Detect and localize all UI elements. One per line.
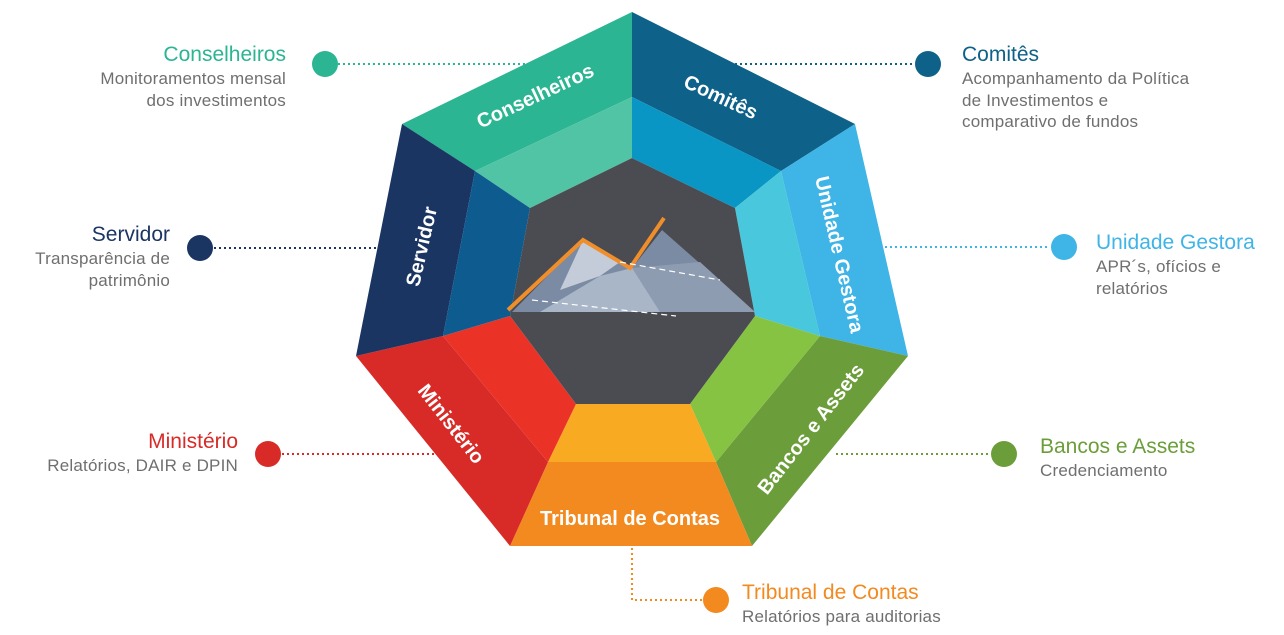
connector-bancos-assets (836, 441, 1017, 467)
segment-servidor-outer (356, 124, 475, 356)
connector-conselheiros (312, 51, 530, 77)
callout-desc-servidor-2: patrimônio (88, 270, 170, 290)
callout-comites: Comitês Acompanhamento da Política de In… (962, 42, 1189, 132)
marker-bancos-assets (991, 441, 1017, 467)
callout-desc-unidade-gestora-2: relatórios (1096, 278, 1168, 298)
callout-desc-servidor-1: Transparência de (35, 249, 170, 269)
callout-ministerio: Ministério Relatórios, DAIR e DPIN (47, 429, 238, 477)
segment-conselheiros-outer (402, 12, 632, 171)
callout-title-ministerio: Ministério (148, 430, 238, 453)
callout-desc-conselheiros-2: dos investimentos (146, 90, 286, 110)
callout-desc-conselheiros-1: Monitoramentos mensal (100, 69, 286, 89)
callout-desc-comites-2: de Investimentos e (962, 90, 1109, 110)
connector-tribunal (631, 548, 729, 613)
callout-desc-bancos-assets-1: Credenciamento (1040, 461, 1168, 481)
connector-ministerio (255, 441, 470, 467)
callout-conselheiros: Conselheiros Monitoramentos mensal dos i… (100, 42, 286, 111)
segment-conselheiros-inner (475, 97, 632, 208)
callout-bancos-assets: Bancos e Assets Credenciamento (1040, 434, 1195, 482)
segment-tribunal-inner (548, 404, 716, 462)
segment-unidade-inner (735, 171, 820, 336)
connector-comites (720, 51, 941, 77)
segment-label-tribunal: Tribunal de Contas (540, 508, 720, 530)
callout-desc-comites-1: Acompanhamento da Política (962, 69, 1190, 89)
callout-title-tribunal: Tribunal de Contas (742, 581, 919, 604)
callout-title-comites: Comitês (962, 43, 1040, 66)
callout-desc-comites-3: comparativo de fundos (962, 111, 1139, 131)
connector-servidor (187, 235, 392, 261)
callout-title-conselheiros: Conselheiros (163, 43, 286, 66)
callout-desc-unidade-gestora-1: APR´s, ofícios e (1096, 257, 1222, 277)
segment-bancos-outer (716, 336, 908, 546)
marker-comites (915, 51, 941, 77)
segment-bancos-inner (690, 316, 820, 462)
callout-title-bancos-assets: Bancos e Assets (1040, 435, 1196, 458)
mountain-chart-icon (506, 216, 755, 317)
callout-unidade-gestora: Unidade Gestora APR´s, ofícios e relatór… (1096, 230, 1255, 299)
callout-desc-tribunal-1: Relatórios para auditorias (742, 607, 941, 627)
marker-tribunal (703, 587, 729, 613)
connector-unidade-gestora (870, 234, 1077, 260)
segment-servidor-inner (443, 171, 530, 336)
callout-servidor: Servidor Transparência de patrimônio (35, 222, 170, 291)
callout-tribunal: Tribunal de Contas Relatórios para audit… (742, 580, 941, 628)
marker-servidor (187, 235, 213, 261)
segment-comites-inner (632, 97, 781, 208)
segment-unidade-outer (781, 124, 908, 356)
segment-ministerio-inner (443, 316, 576, 462)
segment-comites-outer (632, 12, 855, 171)
segment-ministerio-outer (356, 336, 548, 546)
marker-ministerio (255, 441, 281, 467)
marker-unidade-gestora (1051, 234, 1077, 260)
callout-desc-ministerio-1: Relatórios, DAIR e DPIN (47, 456, 238, 476)
callout-title-unidade-gestora: Unidade Gestora (1096, 231, 1255, 254)
callout-title-servidor: Servidor (91, 223, 170, 246)
segment-tribunal-outer (510, 462, 752, 546)
marker-conselheiros (312, 51, 338, 77)
